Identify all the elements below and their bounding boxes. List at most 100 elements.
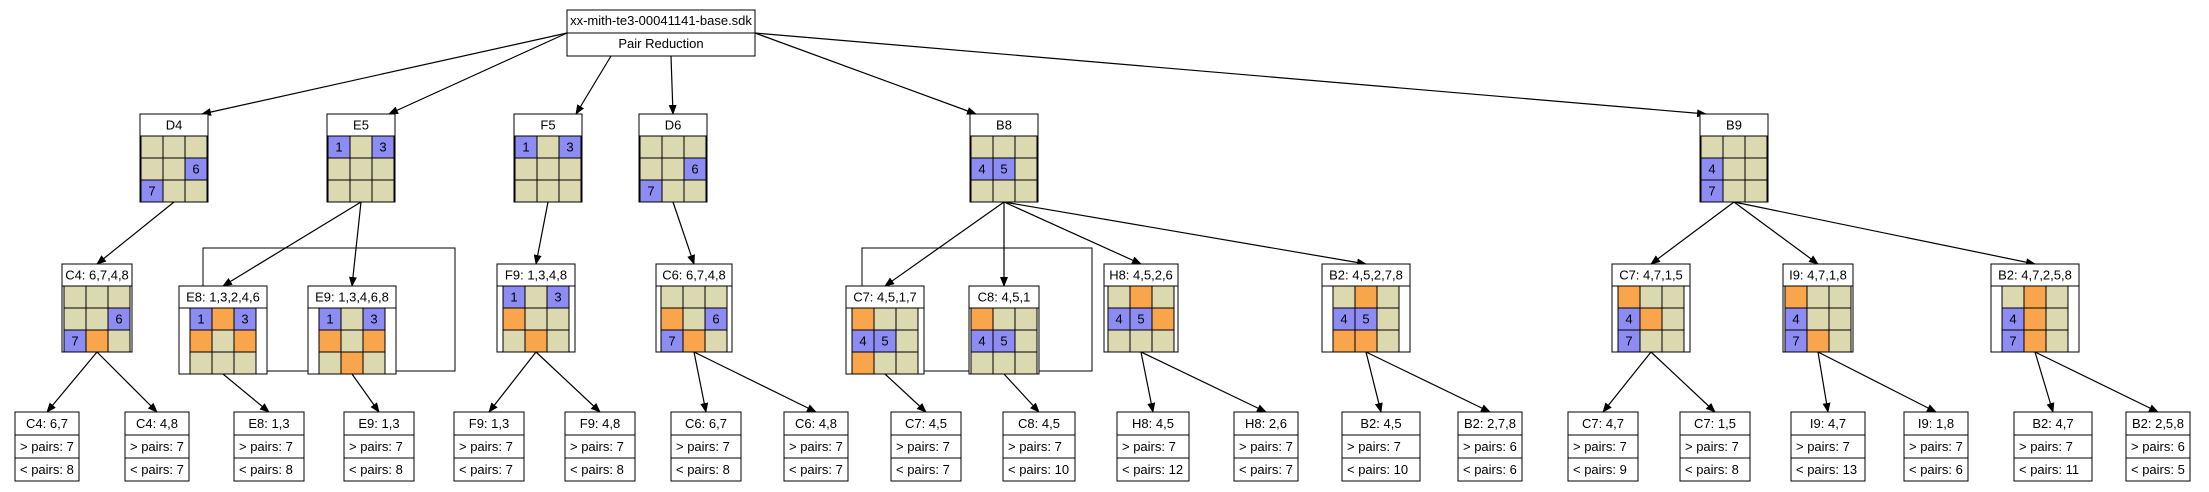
leaf-label: C7: 4,7 bbox=[1582, 416, 1624, 431]
cell-digit: 7 bbox=[1708, 183, 1715, 198]
edge-c7b-l16 bbox=[1650, 351, 1716, 413]
leaf-box bbox=[1679, 411, 1751, 482]
leaf-less-pairs: < pairs: 5 bbox=[2131, 462, 2185, 477]
empty-cell bbox=[1376, 307, 1400, 331]
node-label: C8: 4,5,1 bbox=[978, 289, 1031, 304]
leaf-label: B2: 4,5 bbox=[1360, 416, 1401, 431]
candidate-cell bbox=[340, 351, 364, 375]
cell-digit: 4 bbox=[978, 161, 985, 176]
leaf-less-pairs: < pairs: 7 bbox=[1239, 462, 1293, 477]
empty-cell bbox=[992, 351, 1016, 375]
empty-cell bbox=[233, 351, 257, 375]
candidate-cell bbox=[851, 351, 875, 375]
empty-cell bbox=[682, 285, 706, 309]
edge-c4a-l2 bbox=[96, 351, 158, 413]
leaf-box bbox=[124, 411, 190, 482]
leaf-label: I9: 4,7 bbox=[1810, 416, 1846, 431]
candidate-cell bbox=[524, 329, 548, 353]
empty-cell bbox=[327, 179, 351, 203]
cell-digit: 5 bbox=[1137, 311, 1144, 326]
empty-cell bbox=[162, 179, 186, 203]
leaf-box bbox=[670, 411, 742, 482]
cell-digit: 4 bbox=[1792, 311, 1799, 326]
empty-cell bbox=[211, 329, 235, 353]
node-label: C7: 4,5,1,7 bbox=[853, 289, 917, 304]
leaf-box bbox=[1903, 411, 1969, 482]
leaf-node-l14: B2: 2,7,8> pairs: 6< pairs: 6 bbox=[1457, 411, 1523, 482]
cell-digit: 1 bbox=[197, 311, 204, 326]
leaf-box bbox=[2013, 411, 2093, 482]
empty-cell bbox=[2045, 285, 2069, 309]
leaf-box bbox=[1341, 411, 1421, 482]
edge-root-b9 bbox=[754, 32, 1707, 118]
root-subtitle: Pair Reduction bbox=[618, 36, 703, 51]
cell-digit: 4 bbox=[1115, 311, 1122, 326]
empty-cell bbox=[660, 285, 684, 309]
empty-cell bbox=[558, 157, 582, 181]
cell-digit: 1 bbox=[510, 289, 517, 304]
cell-digit: 6 bbox=[691, 161, 698, 176]
empty-cell bbox=[639, 135, 663, 159]
leaf-more-pairs: > pairs: 7 bbox=[896, 439, 950, 454]
leaf-node-l12: H8: 2,6> pairs: 7< pairs: 7 bbox=[1233, 411, 1299, 482]
leaf-box bbox=[2125, 411, 2191, 482]
empty-cell bbox=[895, 307, 919, 331]
empty-cell bbox=[536, 157, 560, 181]
leaf-more-pairs: > pairs: 6 bbox=[2131, 439, 2185, 454]
empty-cell bbox=[683, 179, 707, 203]
empty-cell bbox=[184, 135, 208, 159]
node-label: D4 bbox=[166, 117, 183, 132]
candidate-cell bbox=[2023, 285, 2047, 309]
edge-b9-c7b bbox=[1650, 201, 1735, 265]
empty-cell bbox=[1151, 285, 1175, 309]
node-label: E9: 1,3,4,6,8 bbox=[315, 289, 389, 304]
edge-root-d4 bbox=[201, 32, 568, 116]
empty-cell bbox=[340, 307, 364, 331]
leaf-node-l7: C6: 6,7> pairs: 7< pairs: 8 bbox=[670, 411, 742, 482]
leaf-label: F9: 4,8 bbox=[580, 416, 620, 431]
empty-cell bbox=[2045, 329, 2069, 353]
leaf-label: E9: 1,3 bbox=[358, 416, 399, 431]
empty-cell bbox=[992, 307, 1016, 331]
empty-cell bbox=[85, 307, 109, 331]
empty-cell bbox=[140, 157, 164, 181]
leaf-label: C6: 4,8 bbox=[795, 416, 837, 431]
cell-digit: 5 bbox=[1362, 311, 1369, 326]
empty-cell bbox=[318, 351, 342, 375]
leaf-node-l17: I9: 4,7> pairs: 7< pairs: 13 bbox=[1790, 411, 1866, 482]
leaf-label: B2: 4,7 bbox=[2032, 416, 2073, 431]
candidate-cell bbox=[1639, 307, 1663, 331]
empty-cell bbox=[661, 135, 685, 159]
empty-cell bbox=[895, 329, 919, 353]
empty-cell bbox=[639, 157, 663, 181]
edge-b8-b2a bbox=[1003, 201, 1367, 267]
leaf-more-pairs: > pairs: 7 bbox=[1239, 439, 1293, 454]
empty-cell bbox=[992, 179, 1016, 203]
empty-cell bbox=[1014, 179, 1038, 203]
leaf-less-pairs: < pairs: 8 bbox=[20, 462, 74, 477]
leaf-more-pairs: > pairs: 7 bbox=[676, 439, 730, 454]
leaf-label: H8: 4,5 bbox=[1132, 416, 1174, 431]
cell-digit: 3 bbox=[379, 139, 386, 154]
empty-cell bbox=[140, 135, 164, 159]
leaf-more-pairs: > pairs: 7 bbox=[1573, 439, 1627, 454]
edge-i9a-l17 bbox=[1817, 351, 1831, 413]
leaf-node-l6: F9: 4,8> pairs: 7< pairs: 8 bbox=[564, 411, 636, 482]
leaf-box bbox=[233, 411, 305, 482]
leaf-less-pairs: < pairs: 7 bbox=[130, 462, 184, 477]
empty-cell bbox=[1828, 285, 1852, 309]
empty-cell bbox=[1014, 157, 1038, 181]
leaf-less-pairs: < pairs: 8 bbox=[676, 462, 730, 477]
empty-cell bbox=[1107, 285, 1131, 309]
cell-digit: 6 bbox=[115, 311, 122, 326]
empty-cell bbox=[1014, 307, 1038, 331]
node-label: E8: 1,3,2,4,6 bbox=[186, 289, 260, 304]
leaf-less-pairs: < pairs: 9 bbox=[1573, 462, 1627, 477]
edge-b8-c7a bbox=[884, 201, 1005, 287]
empty-cell bbox=[524, 307, 548, 331]
